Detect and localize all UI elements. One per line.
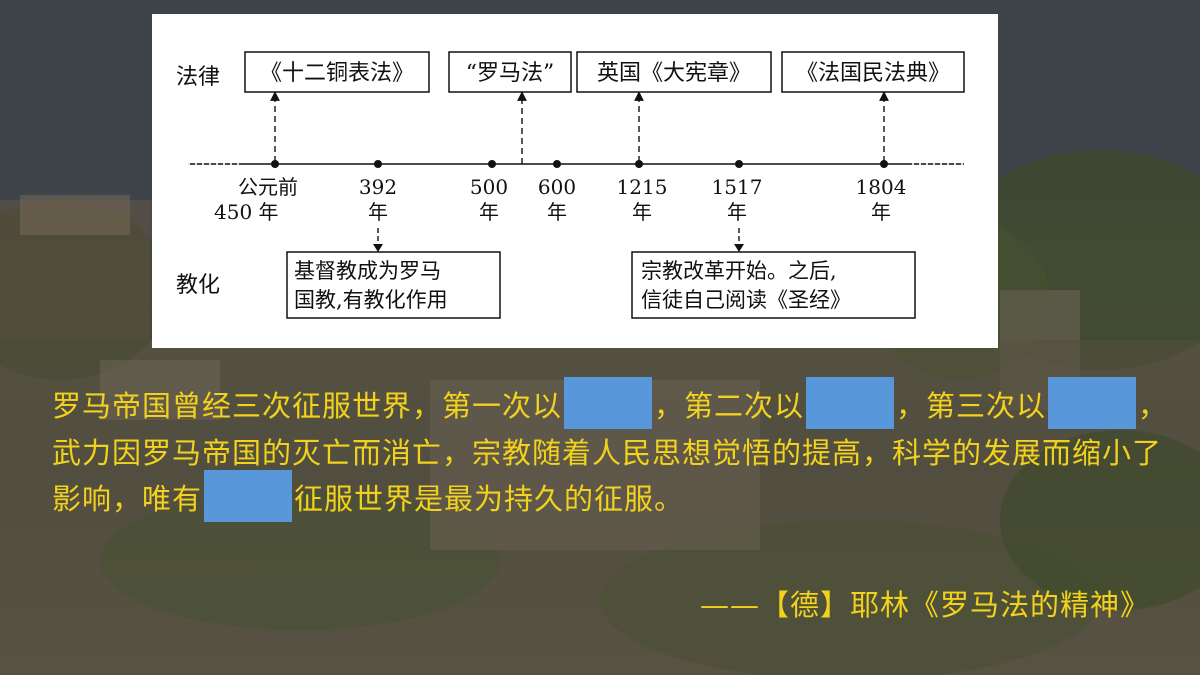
- date-label-1215-bottom: 年: [632, 200, 652, 224]
- date-label-392-bottom: 年: [368, 200, 388, 224]
- date-label-1804-bottom: 年: [871, 200, 891, 224]
- blank-box-4[interactable]: [204, 470, 293, 522]
- date-label-450bc-top: 公元前: [238, 175, 298, 199]
- quote-source: ——【德】耶林《罗马法的精神》: [699, 588, 1150, 622]
- blank-box-3[interactable]: [1048, 377, 1137, 429]
- law-box-roman-law: [448, 51, 572, 93]
- date-label-1804-top: 1804: [856, 175, 907, 199]
- row-label-education: 教化: [176, 273, 220, 298]
- quote-text-part-4: ，武力因罗马帝国的灭亡而消亡，宗教随着人民思想觉悟的提高，科学的发展而缩小了影响…: [52, 389, 1169, 516]
- date-label-1517-bottom: 年: [727, 200, 747, 224]
- timeline-diagram: 法律 教化 《十二铜表法》 “罗马法” 英国《大宪章》 《法国民法典》 公元前 …: [176, 51, 965, 319]
- date-label-500-bottom: 年: [479, 200, 499, 224]
- timeline-point-600: [553, 160, 561, 168]
- edu-box-christianity-line1: 基督教成为罗马: [294, 259, 441, 283]
- quote-text-part-1: 罗马帝国曾经三次征服世界，第一次以: [52, 389, 563, 423]
- date-label-450bc-bottom: 450 年: [214, 200, 279, 224]
- row-label-law: 法律: [176, 65, 220, 90]
- law-box-twelve-tables-text: 《十二铜表法》: [260, 61, 414, 86]
- quote-paragraph: 罗马帝国曾经三次征服世界，第一次以 ，第二次以 ，第三次以，武力因罗马帝国的灭亡而消…: [52, 377, 1172, 523]
- date-label-600-bottom: 年: [547, 200, 567, 224]
- law-box-twelve-tables: [244, 51, 430, 93]
- date-label-500-top: 500: [470, 175, 508, 199]
- quote-text-part-3: ，第三次以: [896, 389, 1047, 423]
- law-box-napoleonic-code-text: 《法国民法典》: [796, 61, 950, 86]
- law-box-magna-carta: [576, 51, 772, 93]
- date-label-1517-top: 1517: [712, 175, 763, 199]
- timeline-point-500: [488, 160, 496, 168]
- timeline-point-1517: [735, 160, 743, 168]
- timeline-diagram-panel: 法律 教化 《十二铜表法》 “罗马法” 英国《大宪章》 《法国民法典》 公元前 …: [152, 14, 998, 348]
- timeline-point-450bc: [271, 160, 279, 168]
- timeline-point-1215: [635, 160, 643, 168]
- timeline-point-392: [374, 160, 382, 168]
- edu-arrow-392-head: [373, 244, 383, 252]
- date-label-392-top: 392: [359, 175, 397, 199]
- date-label-1215-top: 1215: [617, 175, 668, 199]
- edu-box-reformation: [631, 251, 916, 319]
- law-box-magna-carta-text: 英国《大宪章》: [597, 61, 751, 86]
- blank-box-2[interactable]: [806, 377, 895, 429]
- edu-arrow-1517-head: [734, 244, 744, 252]
- blank-box-1[interactable]: [564, 377, 653, 429]
- edu-box-christianity-line2: 国教,有教化作用: [294, 288, 448, 312]
- timeline-point-1804: [880, 160, 888, 168]
- quote-text-part-2: ，第二次以: [654, 389, 805, 423]
- edu-box-reformation-line1: 宗教改革开始。之后,: [641, 259, 837, 283]
- edu-box-reformation-line2: 信徒自己阅读《圣经》: [641, 288, 851, 312]
- date-label-600-top: 600: [538, 175, 576, 199]
- edu-box-christianity: [286, 251, 501, 319]
- law-box-napoleonic-code: [781, 51, 965, 93]
- quote-text-part-5: 征服世界是最为持久的征服。: [294, 482, 685, 516]
- law-box-roman-law-text: “罗马法”: [466, 61, 555, 86]
